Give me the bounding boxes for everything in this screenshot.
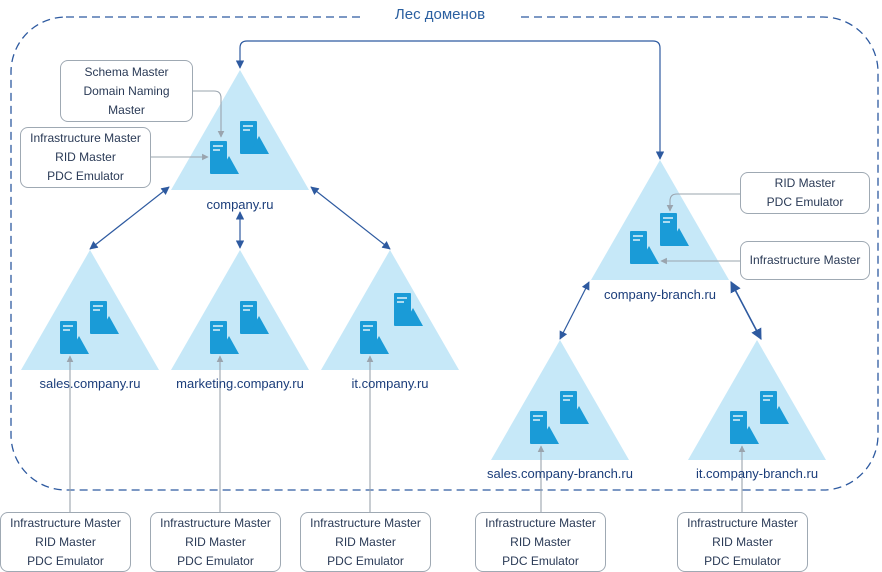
role-box-root: Infrastructure Master RID Master PDC Emu… [20,127,151,188]
domain-triangle-it [321,250,459,370]
domain-triangle-branch-it [688,340,826,460]
role-infrastructure-master: Infrastructure Master [485,515,596,530]
role-infrastructure-master: Infrastructure Master [160,515,271,530]
role-pdc-emulator: PDC Emulator [766,195,844,209]
role-pdc-emulator: PDC Emulator [177,553,254,568]
trust-arrow-root-sales [89,186,170,250]
role-infrastructure-master: Infrastructure Master [30,131,141,145]
role-pdc-emulator: PDC Emulator [27,553,104,568]
role-infrastructure-master: Infrastructure Master [687,515,798,530]
domain-label-branch-sales: sales.company-branch.ru [487,466,633,481]
role-rid-master: RID Master [185,534,246,549]
role-pdc-emulator: PDC Emulator [502,553,579,568]
forest-title: Лес доменов [360,6,520,23]
role-pdc-emulator: PDC Emulator [704,553,781,568]
role-pdc-emulator: PDC Emulator [47,169,124,183]
role-box-branch-sales: Infrastructure Master RID Master PDC Emu… [475,512,606,572]
domain-label-company-branch: company-branch.ru [604,287,716,302]
domain-label-sales: sales.company.ru [39,376,141,391]
trust-arrow-branch-sales [559,281,590,340]
role-schema-master: Schema Master [84,64,169,79]
role-infrastructure-master: Infrastructure Master [749,253,861,267]
domain-label-marketing: marketing.company.ru [176,376,304,391]
role-box-sales: Infrastructure Master RID Master PDC Emu… [0,512,131,572]
role-pdc-emulator: PDC Emulator [327,553,404,568]
domain-label-branch-it: it.company-branch.ru [695,466,819,481]
role-infrastructure-master: Infrastructure Master [10,515,121,530]
role-domain-naming-master: Master [108,102,145,117]
domain-label-it: it.company.ru [351,376,429,391]
trust-arrow-branch-it [730,281,762,340]
trust-arrow-root-to-branch [235,40,665,160]
role-rid-master: RID Master [335,534,396,549]
role-infrastructure-master: Infrastructure Master [310,515,421,530]
role-box-it: Infrastructure Master RID Master PDC Emu… [300,512,431,572]
connector-branch-rid-pdc [666,193,740,212]
role-rid-master: RID Master [712,534,773,549]
role-rid-master: RID Master [774,176,836,190]
role-domain-naming: Domain Naming [83,83,170,98]
role-rid-master: RID Master [510,534,571,549]
role-rid-master: RID Master [55,150,116,164]
trust-arrow-root-it [310,186,391,250]
role-box-branch-it: Infrastructure Master RID Master PDC Emu… [677,512,808,572]
connector-forest-roles [193,90,225,138]
role-box-branch-rid-pdc: RID Master PDC Emulator [740,172,870,214]
role-box-marketing: Infrastructure Master RID Master PDC Emu… [150,512,281,572]
role-box-forest: Schema Master Domain Naming Master [60,60,193,122]
role-box-branch-infra: Infrastructure Master [740,241,870,280]
role-rid-master: RID Master [35,534,96,549]
domain-label-company: company.ru [206,197,274,212]
